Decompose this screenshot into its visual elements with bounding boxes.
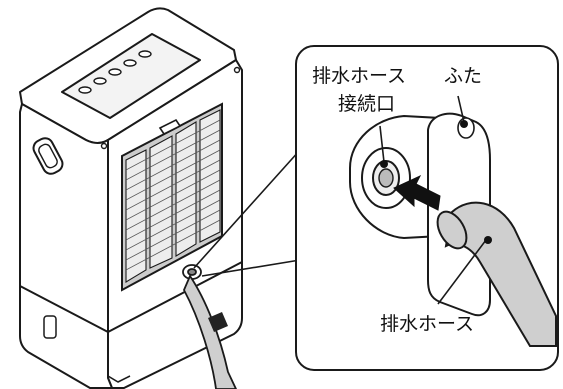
control-buttons	[78, 50, 152, 94]
screw	[233, 66, 241, 74]
label-drain-port-line2: 接続口	[338, 93, 395, 115]
arrow-left-down-icon	[393, 174, 441, 211]
filter-grille	[121, 102, 223, 292]
leader-dot-hose	[484, 236, 492, 244]
unit-feet	[107, 375, 131, 383]
hose-end	[436, 210, 468, 250]
screw-2	[100, 142, 108, 150]
label-drain-hose: 排水ホース	[380, 313, 474, 335]
small-clip	[208, 312, 228, 332]
unit-front-face	[19, 103, 113, 389]
front-badge	[43, 315, 57, 339]
dehumidifier-unit	[19, 7, 243, 389]
unit-drain-port	[182, 264, 202, 280]
control-panel	[61, 33, 201, 119]
leader-dot-cap	[460, 120, 468, 128]
callout-lines	[193, 149, 301, 277]
label-cap: ふた	[444, 65, 482, 87]
grille-tab	[158, 118, 182, 136]
unit-drain-hose	[183, 274, 237, 389]
grille-lines	[125, 119, 221, 271]
label-drain-port-line1: 排水ホース	[312, 65, 406, 87]
label-leaders	[379, 95, 487, 305]
side-handle-inner	[38, 143, 58, 169]
leader-dot-port	[380, 160, 388, 168]
grille-slats	[125, 109, 221, 283]
drain-port-inner	[378, 168, 394, 188]
zoom-callout: 排水ホース 接続口 ふた 排水ホース	[295, 45, 559, 371]
